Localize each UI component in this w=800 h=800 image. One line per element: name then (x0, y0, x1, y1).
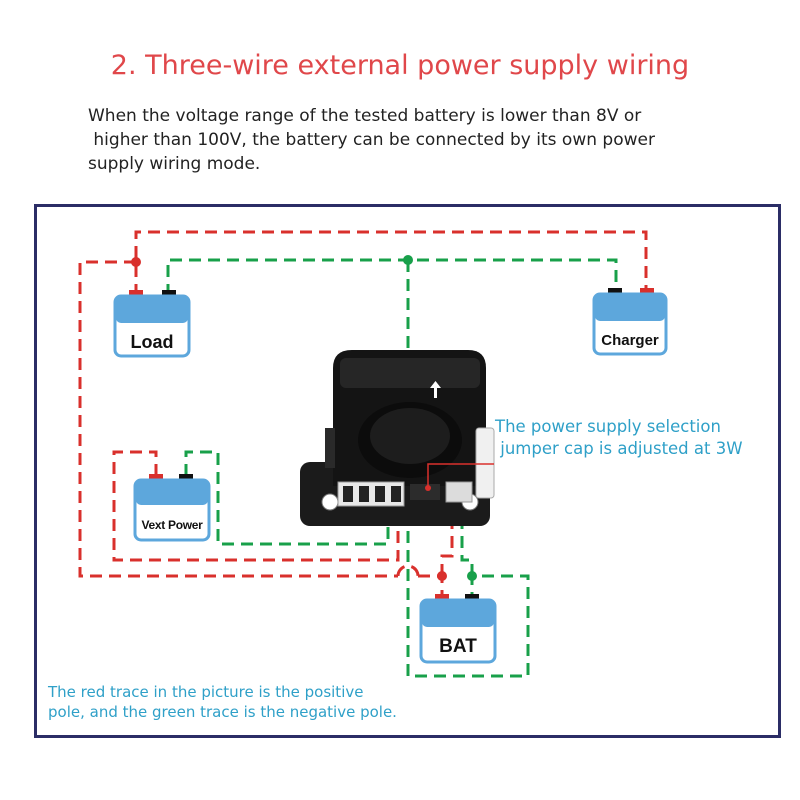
charger-component (592, 288, 668, 356)
red-trace-hop (396, 564, 420, 577)
red-trace-vext (112, 450, 400, 562)
page-title: 2. Three-wire external power supply wiri… (110, 50, 690, 81)
wiring-diagram-frame (34, 204, 781, 738)
description-line: When the voltage range of the tested bat… (88, 106, 642, 126)
bat-label: BAT (439, 636, 477, 657)
charger-label: Charger (601, 332, 659, 349)
description-line: higher than 100V, the battery can be con… (88, 130, 655, 150)
vext-power-component (133, 474, 211, 542)
load-label: Load (130, 332, 174, 352)
junction-dot (403, 255, 413, 265)
green-trace-top (166, 258, 618, 296)
current-sensor-module (300, 350, 495, 526)
junction-dot (131, 257, 141, 267)
vext-power-label: Vext Power (141, 518, 203, 532)
legend-note-line: The red trace in the picture is the posi… (48, 683, 364, 701)
red-trace-top (134, 230, 648, 296)
bat-component (419, 594, 497, 664)
description: When the voltage range of the tested bat… (88, 104, 748, 176)
description-line: supply wiring mode. (88, 154, 261, 174)
positive-traces (78, 230, 648, 596)
green-trace-module-bat (460, 498, 474, 578)
jumper-note-line: The power supply selection (495, 417, 721, 436)
red-trace-outer-left (78, 260, 398, 578)
junction-dot (437, 571, 447, 581)
legend-note-line: pole, and the green trace is the negativ… (48, 703, 397, 721)
trace-legend-note: The red trace in the picture is the posi… (48, 682, 468, 722)
jumper-cap-note: The power supply selection jumper cap is… (495, 416, 785, 460)
jumper-note-line: jumper cap is adjusted at 3W (495, 439, 743, 458)
green-trace-vext (184, 450, 390, 546)
red-trace-module-bat (440, 498, 454, 576)
load-component (113, 290, 191, 358)
junction-dot (467, 571, 477, 581)
